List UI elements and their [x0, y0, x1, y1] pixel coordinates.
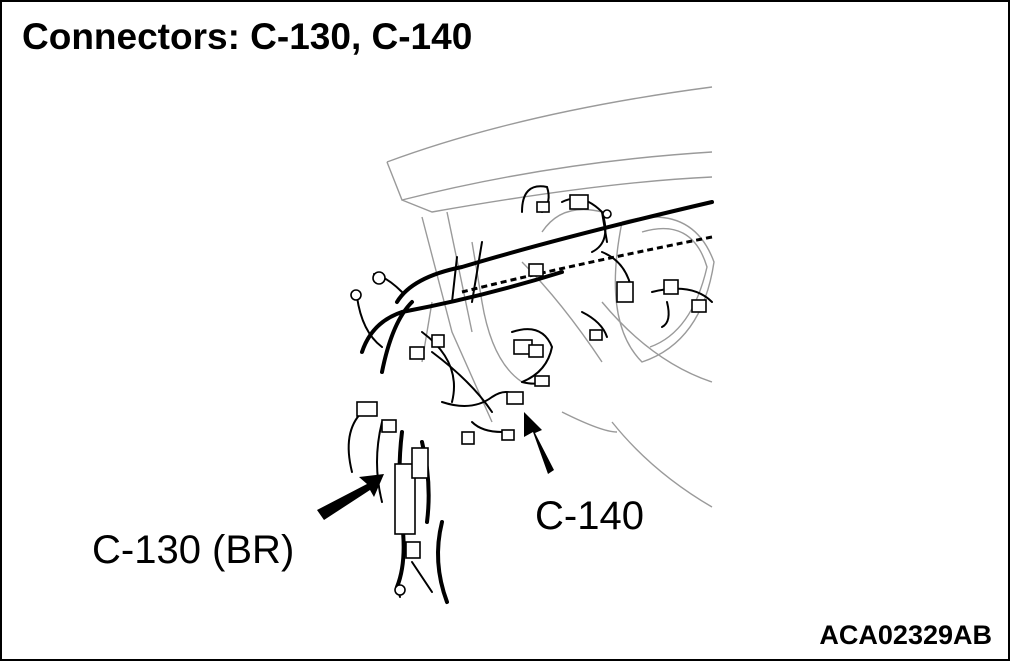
- c130-arrow-icon: [317, 474, 384, 520]
- c140-arrow-icon: [524, 412, 554, 474]
- connectors: [356, 194, 707, 559]
- c140-label: C-140: [535, 494, 644, 538]
- diagram-title: Connectors: C-130, C-140: [22, 16, 473, 57]
- figure-code: ACA02329AB: [819, 620, 992, 650]
- ground-terminals: [350, 209, 612, 596]
- dashed-harness: [461, 235, 713, 294]
- c130-label: C-130 (BR): [92, 528, 295, 572]
- dashboard-outline: [386, 86, 715, 508]
